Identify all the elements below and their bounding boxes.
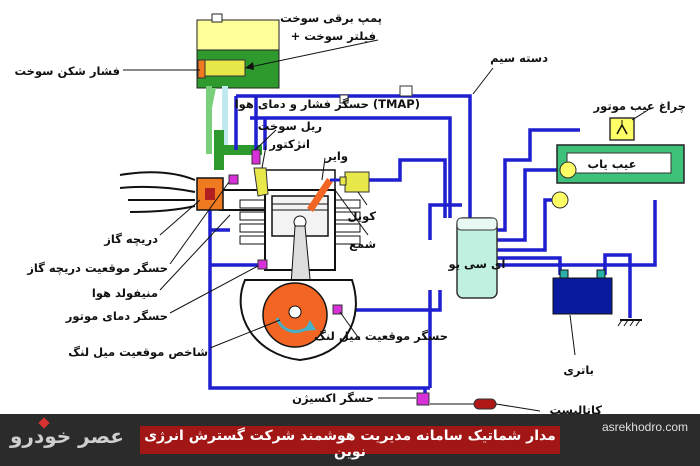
harness-connector [399,85,413,97]
site-url: asrekhodro.com [601,420,688,434]
indicator-bulb-1 [559,161,577,179]
label-intake-manifold: منیفولد هوا [92,286,158,301]
label-ecu: ای سی یو [448,257,506,272]
catalyst [473,398,497,410]
label-fault-finder: عیب یاب [588,157,637,171]
label-oxygen-sensor: حسگر اکسیژن [292,391,374,405]
label-pressure-regulator: فشار شکن سوخت [14,64,120,79]
indicator-bulb-2 [551,191,569,209]
label-check-engine-lamp: چراغ عیب موتور [593,99,686,114]
engine-management-diagram: پمپ برقی سوخت + فیلتر سوخت فشار شکن سوخت… [14,11,686,414]
engine [239,169,361,362]
leader-lines [123,39,649,412]
crank-sensor [332,304,343,315]
engine-temp-sensor [257,259,268,270]
fuel-lines [206,86,262,170]
label-throttle: دریچه گاز [103,232,158,246]
label-injector: انژکتور [268,137,310,152]
label-engine-temp-sensor: حسگر دمای موتور [65,309,168,324]
battery-unit [552,269,613,315]
ground-symbol [617,319,642,327]
label-fuel-pump: پمپ برقی سوخت [280,11,382,26]
wire-harness [208,94,657,390]
fuel-rail [251,149,261,165]
label-tmap-sensor: حسگر فشار و دمای هوا (TMAP) [235,97,420,112]
throttle-body [196,177,224,211]
tmap-connector [339,94,349,104]
label-throttle-position-sensor: حسگر موقعیت دریچه گاز [26,261,168,276]
tps-connector [228,174,239,185]
fuel-tank [196,13,280,89]
label-coil: کویل [348,209,377,224]
label-spark-plug: شمع [349,237,376,251]
label-fuel-filter: + فیلتر سوخت [291,29,376,44]
coil [339,171,370,193]
fault-finder [556,144,685,184]
label-catalyst: کاتالیست [549,403,602,414]
label-crank-position-indicator: شاخص موقعیت میل لنگ [68,345,208,360]
site-logo: عصر خودرو [10,424,124,448]
label-wire-harness: دسته سیم [490,51,548,65]
caption-text: مدار شماتیک سامانه مدیریت هوشمند شرکت گس… [144,428,556,460]
label-crank-position-sensor: حسگر موقعیت میل لنگ [314,329,448,344]
ecu [456,217,498,299]
oxygen-sensor [416,392,430,406]
label-wire: وایر [324,149,348,164]
label-fuel-rail: ریل سوخت [258,119,322,134]
label-battery: باتری [563,363,594,377]
caption-background [140,426,560,454]
check-engine-lamp [609,117,635,141]
